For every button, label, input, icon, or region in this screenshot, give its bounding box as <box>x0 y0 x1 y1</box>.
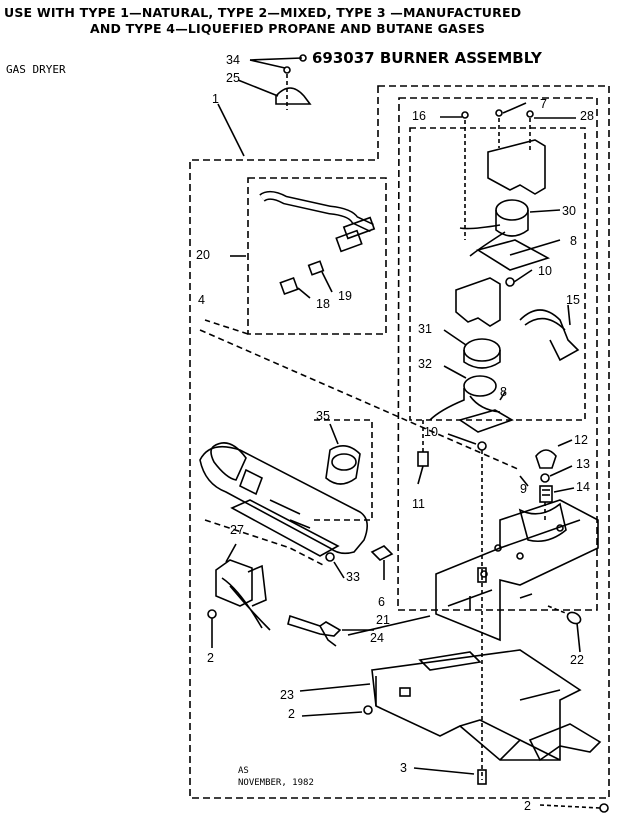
label-18: 18 <box>316 297 330 311</box>
footer-date: NOVEMBER, 1982 <box>238 778 314 788</box>
label-33: 33 <box>346 570 360 584</box>
label-14: 14 <box>576 480 590 494</box>
outer-boundary <box>189 85 610 799</box>
label-4: 4 <box>198 293 205 307</box>
header-line-1: USE WITH TYPE 1—NATURAL, TYPE 2—MIXED, T… <box>4 5 522 20</box>
label-23: 23 <box>280 688 294 702</box>
label-27: 27 <box>230 523 244 537</box>
label-2-bottom: 2 <box>524 799 531 813</box>
label-6: 6 <box>378 595 385 609</box>
label-9: 9 <box>520 482 527 496</box>
product-label: GAS DRYER <box>6 63 66 76</box>
label-10-upper: 10 <box>538 264 552 278</box>
label-15: 15 <box>566 293 580 307</box>
label-32: 32 <box>418 357 432 371</box>
header-line-2: AND TYPE 4—LIQUEFIED PROPANE AND BUTANE … <box>90 21 486 36</box>
label-25: 25 <box>226 71 240 85</box>
label-8-upper: 8 <box>570 234 577 248</box>
valve-parts-box <box>409 127 586 421</box>
label-16: 16 <box>412 109 426 123</box>
label-35: 35 <box>316 409 330 423</box>
label-12: 12 <box>574 433 588 447</box>
label-10-lower: 10 <box>424 425 438 439</box>
label-2-middle: 2 <box>288 707 295 721</box>
label-30: 30 <box>562 204 576 218</box>
label-1: 1 <box>212 92 219 106</box>
label-28: 28 <box>580 109 594 123</box>
label-22: 22 <box>570 653 584 667</box>
label-2-left: 2 <box>207 651 214 665</box>
assembly-title: 693037 BURNER ASSEMBLY <box>312 49 542 67</box>
label-7: 7 <box>540 97 547 111</box>
label-20: 20 <box>196 248 210 262</box>
label-24: 24 <box>370 631 384 645</box>
label-11: 11 <box>412 497 425 511</box>
label-19: 19 <box>338 289 352 303</box>
inner-right-box <box>397 97 598 611</box>
footer-code: AS <box>238 766 249 776</box>
label-13: 13 <box>576 457 590 471</box>
label-3: 3 <box>400 761 407 775</box>
label-8-lower: 8 <box>500 385 507 399</box>
label-21: 21 <box>376 613 390 627</box>
box-20 <box>247 177 387 335</box>
label-34: 34 <box>226 53 240 67</box>
label-31: 31 <box>418 322 432 336</box>
